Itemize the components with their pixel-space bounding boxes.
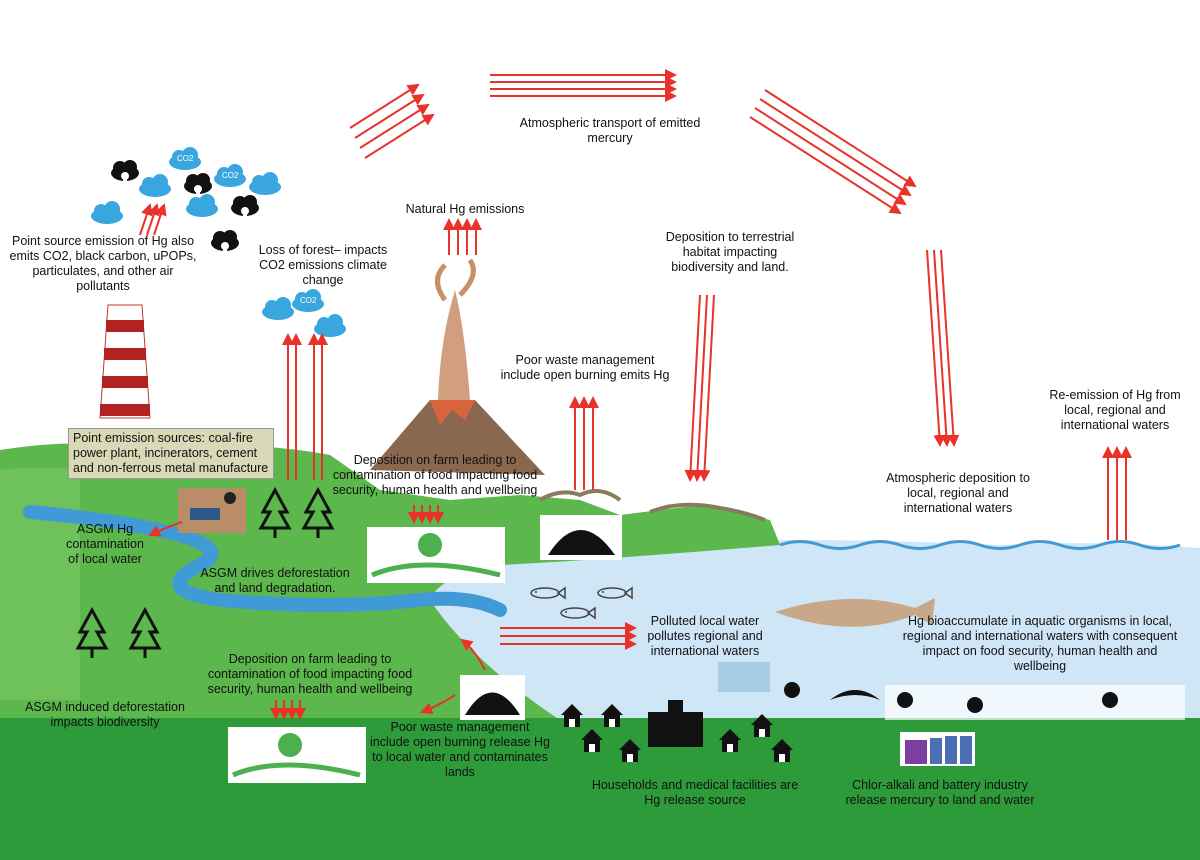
label-deposition-farm-lower: Deposition on farm leading to contaminat… [207, 652, 413, 696]
label-deposition-farm-upper: Deposition on farm leading to contaminat… [332, 453, 538, 497]
label-natural-emissions: Natural Hg emissions [405, 202, 525, 216]
volcano-icon [370, 258, 545, 475]
label-point-emission-sources: Point emission sources: coal-fire power … [68, 428, 274, 479]
miner-icon [178, 488, 246, 533]
label-asgm-contamination: ASGM Hg contamination of local water [66, 522, 144, 566]
label-poor-waste-release: Poor waste management include open burni… [370, 720, 550, 779]
waste-pile-icon [460, 515, 622, 720]
label-poor-waste-open-burning: Poor waste management include open burni… [500, 353, 670, 382]
co2-label: CO2 [177, 154, 194, 163]
hospital-icon [648, 700, 703, 747]
label-chlor-alkali: Chlor-alkali and battery industry releas… [845, 778, 1035, 807]
co2-label: CO2 [222, 171, 239, 180]
label-atmospheric-transport: Atmospheric transport of emitted mercury [519, 116, 701, 145]
co2-label: CO2 [300, 296, 317, 305]
fish-icon [530, 587, 935, 627]
label-atmospheric-deposition: Atmospheric deposition to local, regiona… [886, 471, 1030, 515]
label-point-source-emission: Point source emission of Hg also emits C… [9, 234, 197, 293]
sea [420, 540, 1200, 720]
label-asgm-deforestation: ASGM drives deforestation and land degra… [200, 566, 350, 595]
label-asgm-biodiversity: ASGM induced deforestation impacts biodi… [25, 700, 185, 729]
farm-icon [228, 527, 505, 783]
label-bioaccumulate: Hg bioaccumulate in aquatic organisms in… [902, 614, 1178, 673]
label-deposition-terrestrial: Deposition to terrestrial habitat impact… [665, 230, 795, 274]
label-households: Households and medical facilities are Hg… [591, 778, 799, 807]
chimney-icon [99, 304, 151, 419]
label-polluted-local-water: Polluted local water pollutes regional a… [647, 614, 763, 658]
atmospheric-arrows [139, 69, 1132, 720]
label-loss-of-forest: Loss of forest– impacts CO2 emissions cl… [258, 243, 388, 287]
sea-creatures-icon [718, 662, 1185, 720]
label-re-emission: Re-emission of Hg from local, regional a… [1049, 388, 1181, 432]
factory-icon [900, 732, 975, 766]
hills [538, 489, 766, 522]
